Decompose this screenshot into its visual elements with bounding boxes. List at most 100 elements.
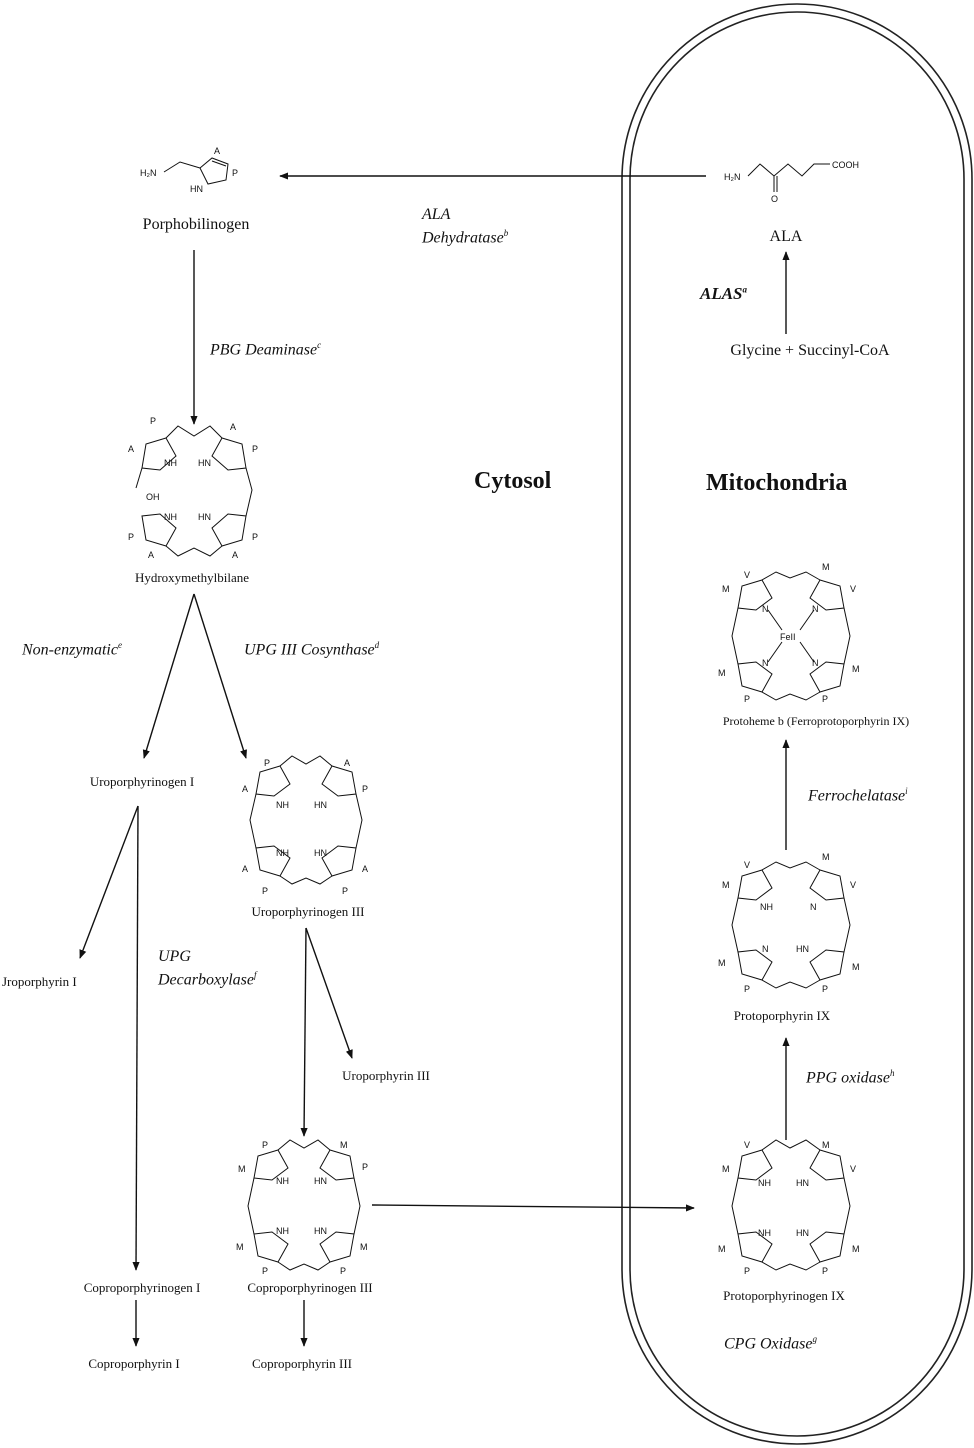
svg-text:N: N (812, 604, 819, 614)
svg-text:FeII: FeII (780, 632, 796, 642)
enzyme-alas: ALASa (700, 284, 748, 303)
svg-text:HN: HN (796, 1178, 809, 1188)
svg-text:P: P (150, 416, 156, 426)
svg-text:NH: NH (276, 1226, 289, 1236)
svg-text:P: P (128, 532, 134, 542)
arrow-upg1-to-cpg1 (132, 805, 140, 1271)
svg-text:M: M (822, 562, 830, 572)
svg-text:HN: HN (198, 512, 211, 522)
enzyme-upg-iii-cosynthase: UPG III Cosynthased (244, 640, 380, 659)
svg-text:OH: OH (146, 492, 160, 502)
svg-text:P: P (822, 984, 828, 994)
svg-text:M: M (718, 958, 726, 968)
svg-text:HN: HN (314, 1226, 327, 1236)
svg-text:M: M (852, 1244, 860, 1254)
svg-text:P: P (744, 1266, 750, 1276)
svg-text:M: M (722, 584, 730, 594)
enzyme-upg-decarboxylase-line2: Decarboxylasef (158, 970, 257, 989)
svg-text:M: M (722, 880, 730, 890)
protoheme-label: Protoheme b (Ferroprotoporphyrin IX) (722, 714, 910, 728)
svg-text:V: V (744, 860, 750, 870)
svg-text:P: P (252, 444, 258, 454)
coproporphyrin-iii-label: Coproporphyrin III (251, 1356, 353, 1371)
enzyme-ala-dehydratase-line2: Dehydrataseb (422, 228, 509, 247)
svg-text:H₂N: H₂N (140, 168, 157, 178)
svg-text:HN: HN (796, 944, 809, 954)
uroporphyrinogen-i-label: Uroporphyrinogen I (89, 774, 195, 789)
svg-text:NH: NH (760, 902, 773, 912)
svg-text:M: M (718, 668, 726, 678)
svg-text:M: M (236, 1242, 244, 1252)
svg-text:NH: NH (758, 1228, 771, 1238)
coproporphyrin-i-label: Coproporphyrin I (88, 1356, 180, 1371)
svg-text:P: P (822, 1266, 828, 1276)
svg-text:O: O (771, 194, 778, 204)
mitochondria-label: Mitochondria (706, 470, 848, 496)
uroporphyrin-i-label: Jroporphyrin I (2, 974, 77, 989)
svg-text:P: P (232, 168, 238, 178)
protoporphyrinogen-ix-structure: V M M V NH HN NH HN M M P P (718, 1139, 860, 1276)
protoporphyrinogen-ix-label: Protoporphyrinogen IX (723, 1288, 845, 1303)
svg-text:N: N (762, 604, 769, 614)
protoporphyrin-ix-structure: V M M V NH N N HN M M P P (718, 852, 860, 994)
svg-text:A: A (128, 444, 134, 454)
svg-text:N: N (810, 902, 817, 912)
enzyme-upg-decarboxylase-line1: UPG (158, 948, 191, 965)
svg-text:P: P (264, 758, 270, 768)
svg-text:A: A (242, 784, 248, 794)
svg-text:NH: NH (164, 458, 177, 468)
svg-text:M: M (852, 962, 860, 972)
coproporphyrinogen-iii-structure: P M M P NH HN NH HN M M P P (236, 1139, 368, 1276)
svg-text:COOH: COOH (832, 160, 859, 170)
svg-text:HN: HN (314, 1176, 327, 1186)
svg-text:A: A (232, 550, 238, 560)
mitochondria-inner-membrane (629, 11, 965, 1437)
arrow-upg3-to-cpg3 (300, 927, 308, 1137)
svg-text:NH: NH (276, 800, 289, 810)
coproporphyrinogen-iii-label: Coproporphyrinogen III (247, 1280, 373, 1295)
ala-label: ALA (769, 228, 803, 245)
uroporphyrinogen-iii-structure: P A A P NH HN NH HN A A P P (242, 755, 368, 896)
uroporphyrinogen-iii-label: Uroporphyrinogen III (251, 904, 365, 919)
arrow-cpg3-to-ppg9 (371, 1204, 695, 1212)
enzyme-pbg-deaminase: PBG Deaminasec (210, 340, 322, 359)
svg-text:N: N (812, 658, 819, 668)
mitochondria-outer-membrane (621, 3, 973, 1445)
coproporphyrinogen-i-label: Coproporphyrinogen I (83, 1280, 201, 1295)
ala-structure: H₂N COOH O (724, 160, 859, 204)
enzyme-cpg-oxidase: CPG Oxidaseg (724, 1334, 817, 1353)
svg-text:A: A (242, 864, 248, 874)
porphobilinogen-label: Porphobilinogen (142, 216, 250, 233)
glycine-succinyl-coa-label: Glycine + Succinyl-CoA (730, 342, 890, 359)
arrow-upg3-to-uroporphyrin3 (305, 927, 353, 1059)
enzyme-ferrochelatase: Ferrochelatasei (808, 786, 908, 805)
svg-text:HN: HN (198, 458, 211, 468)
svg-text:P: P (362, 784, 368, 794)
svg-text:M: M (718, 1244, 726, 1254)
svg-text:M: M (822, 1140, 830, 1150)
svg-text:A: A (148, 550, 154, 560)
protoporphyrin-ix-label: Protoporphyrin IX (733, 1008, 831, 1023)
svg-text:N: N (762, 658, 769, 668)
svg-text:HN: HN (314, 848, 327, 858)
svg-text:A: A (230, 422, 236, 432)
svg-text:M: M (722, 1164, 730, 1174)
svg-text:P: P (822, 694, 828, 704)
svg-text:NH: NH (164, 512, 177, 522)
cytosol-label: Cytosol (474, 468, 552, 494)
hydroxymethylbilane-structure: P A A P NH HN OH NH HN P P A A (128, 416, 258, 560)
svg-text:A: A (214, 146, 220, 156)
svg-text:A: A (344, 758, 350, 768)
svg-text:P: P (340, 1266, 346, 1276)
svg-text:V: V (850, 1164, 856, 1174)
svg-text:M: M (822, 852, 830, 862)
svg-text:V: V (850, 880, 856, 890)
svg-text:M: M (340, 1140, 348, 1150)
svg-text:M: M (360, 1242, 368, 1252)
arrow-upg1-to-uroporphyrin1 (79, 805, 139, 959)
svg-text:N: N (762, 944, 769, 954)
svg-text:P: P (262, 1140, 268, 1150)
svg-text:V: V (850, 584, 856, 594)
svg-text:P: P (262, 886, 268, 896)
svg-text:P: P (252, 532, 258, 542)
